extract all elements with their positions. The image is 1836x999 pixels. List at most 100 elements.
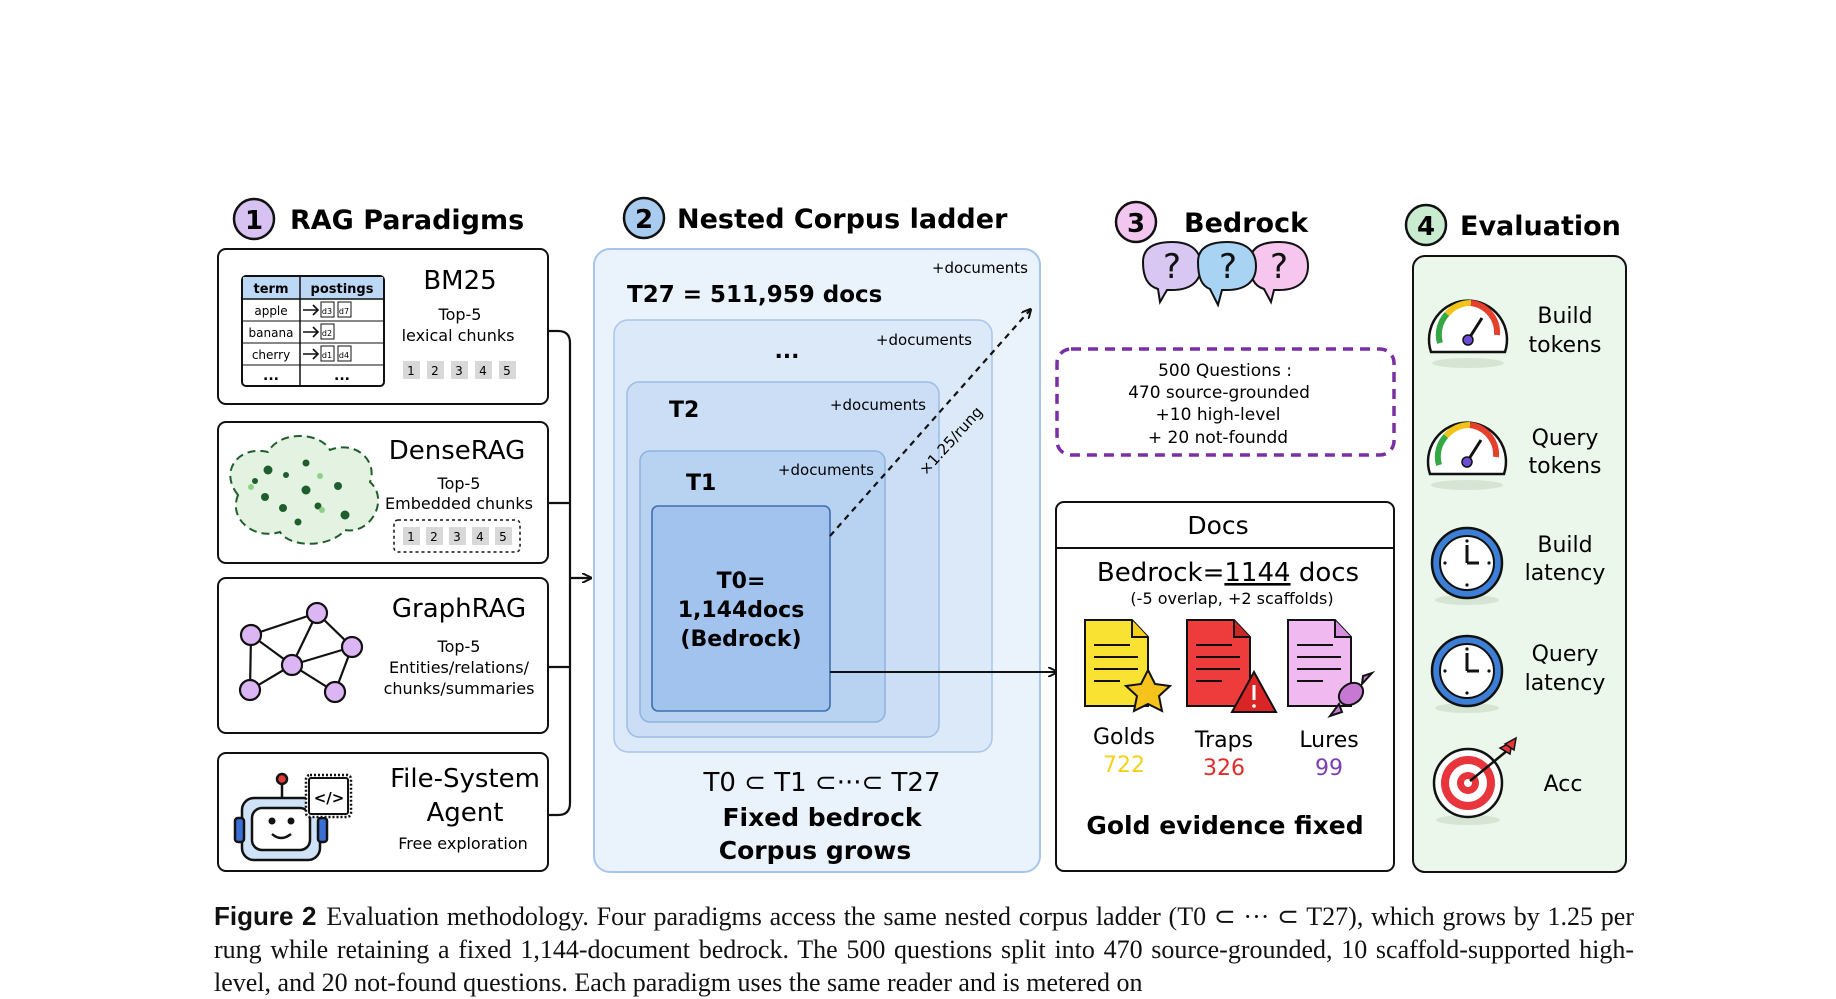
graphrag-card: GraphRAG Top-5 Entities/relations/ chunk… [217,577,549,734]
graph-network-icon [238,601,364,704]
questions-source-grounded: 470 source-grounded [1128,383,1310,403]
graphrag-title: GraphRAG [392,594,526,624]
question-bubbles-icon: ? ? ? [1141,240,1310,308]
bedrock-size: Bedrock=1144 docs [1097,558,1359,588]
svg-text:</>: </> [314,789,345,807]
section-3-badge [1114,200,1158,244]
caption-label: Figure 2 [214,901,317,931]
section-1-number: 1 [245,206,263,236]
denserag-title: DenseRAG [389,436,526,466]
section-1-header: 1 RAG Paradigms [232,197,524,241]
denserag-chunks: 1 2 3 4 5 [393,519,521,553]
questions-high-level: +10 high-level [1156,405,1281,425]
section-2-number: 2 [635,205,653,235]
chunk-3: 3 [455,364,463,378]
questions-not-found: + 20 not-foundd [1148,428,1288,448]
eval-build-tokens: Build [1537,304,1592,329]
eval-build-latency-2: latency [1525,561,1606,586]
svg-text:?: ? [1219,247,1237,287]
chunk-4: 4 [476,530,484,544]
denserag-topk: Top-5 [437,474,481,493]
questions-total: 500 Questions : [1158,361,1292,381]
lures-count: 99 [1315,756,1343,781]
ladder-corpus-grows: Corpus grows [719,836,912,865]
eval-accuracy: Acc [1544,772,1583,797]
evaluation-panel: Build tokens Query tokens Build [1412,255,1627,873]
table-more: ... [334,368,350,384]
section-3-title: Bedrock [1184,208,1309,239]
golds-count: 722 [1103,753,1145,778]
table-term: apple [254,304,287,318]
plus-documents-label: +documents [932,259,1028,277]
gauge-icon [1426,421,1508,490]
eval-build-tokens-2: tokens [1529,333,1602,358]
paradigm-bracket [548,329,590,817]
ladder-t27-label: T27 = 511,959 docs [627,282,882,308]
fs-agent-card: </> File-System Agent Free exploration [217,752,549,872]
eval-query-tokens: Query [1532,426,1599,451]
denserag-card: DenseRAG Top-5 Embedded chunks 1 2 3 4 5 [217,421,549,564]
gauge-icon [1427,299,1509,368]
corpus-ladder: T27 = 511,959 docs +documents ... +docum… [593,248,1041,873]
section-3-number: 3 [1127,209,1145,239]
docs-box: Docs Bedrock=1144 docs (-5 overlap, +2 s… [1055,501,1395,872]
golds-label: Golds [1093,725,1155,750]
chunk-2: 2 [430,530,438,544]
section-1-title: RAG Paradigms [290,205,524,236]
section-4-header: 4 Evaluation [1404,203,1621,247]
section-2-badge [622,196,666,240]
traps-count: 326 [1203,756,1245,781]
eval-query-tokens-2: tokens [1529,454,1602,479]
bedrock-adjustments: (-5 overlap, +2 scaffolds) [1130,589,1333,608]
section-4-badge [1404,203,1448,247]
bm25-title: BM25 [423,266,496,296]
graphrag-topk: Top-5 [437,637,481,656]
clock-icon [1430,526,1504,605]
plus-documents-label: +documents [778,461,874,479]
posting-doc: d7 [339,307,349,316]
docs-header: Docs [1187,511,1248,540]
eval-build-latency: Build [1537,533,1592,558]
chunk-4: 4 [479,364,487,378]
fs-agent-title-2: Agent [427,798,504,828]
eval-query-latency: Query [1532,642,1599,667]
ladder-t2-label: T2 [669,398,699,423]
ladder-t0-label: T0= [717,569,766,594]
chunk-5: 5 [503,364,511,378]
gold-document-icon [1084,619,1173,713]
bm25-topk: Top-5 [438,305,482,324]
plus-documents-label: +documents [830,396,926,414]
robot-icon [233,772,329,862]
table-term: banana [249,326,294,340]
svg-text:?: ? [1270,247,1288,287]
code-window-icon: </> [304,773,353,819]
bm25-desc: lexical chunks [402,326,515,345]
chunk-1: 1 [407,364,415,378]
section-4-number: 4 [1417,212,1435,242]
ladder-fixed-bedrock: Fixed bedrock [722,803,922,832]
posting-doc: d2 [322,329,332,338]
ladder-chain: T0 ⊂ T1 ⊂···⊂ T27 [702,768,940,798]
chunk-1: 1 [407,530,415,544]
trap-document-icon [1186,619,1278,713]
ladder-dots: ... [774,339,799,364]
traps-label: Traps [1194,728,1253,753]
chunk-3: 3 [453,530,461,544]
gold-evidence-fixed: Gold evidence fixed [1086,811,1363,840]
ladder-t0-bedrock: (Bedrock) [680,627,801,652]
ladder-t1-label: T1 [686,471,716,496]
embedding-cloud-icon [229,435,380,545]
graphrag-desc-2: chunks/summaries [384,679,535,698]
clock-icon [1430,634,1504,713]
chunk-5: 5 [499,530,507,544]
section-3-header: 3 Bedrock [1114,200,1309,244]
eval-query-latency-2: latency [1525,671,1606,696]
inverted-index-table: term postings apple banana cherry d3 d7 … [241,275,385,387]
table-term: cherry [252,348,290,362]
bm25-card: term postings apple banana cherry d3 d7 … [217,248,549,405]
graphrag-desc: Entities/relations/ [389,658,530,677]
section-2-header: 2 Nested Corpus ladder [622,196,1008,240]
ladder-t0-docs: 1,144docs [678,598,805,623]
